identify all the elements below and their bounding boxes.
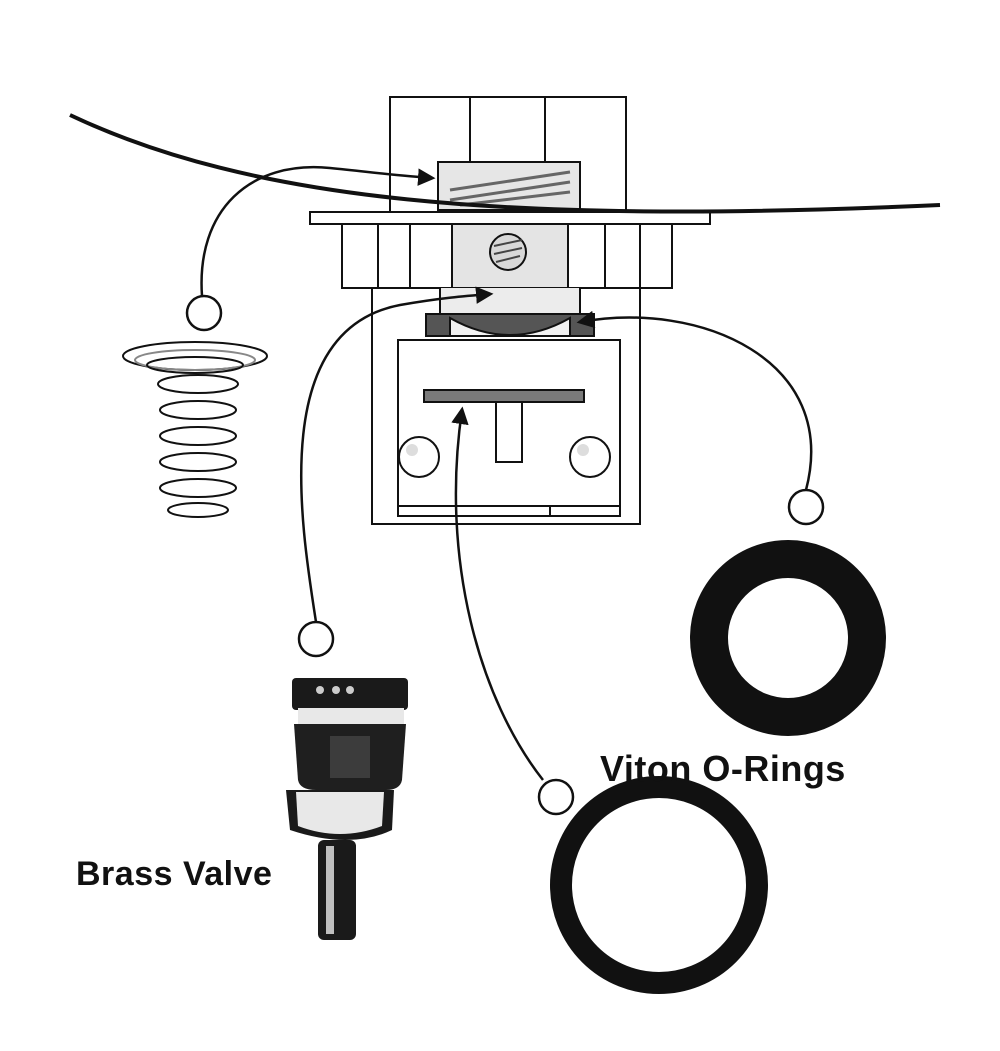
viton-o-ring-large xyxy=(550,776,768,994)
callout-circle-large-o-ring xyxy=(537,778,575,816)
callout-circles xyxy=(185,294,825,816)
screw-head xyxy=(489,233,527,271)
valve-housing xyxy=(309,96,711,525)
callout-leaders xyxy=(200,165,813,781)
callout-circle-small-o-ring xyxy=(787,488,825,526)
ball-bearings xyxy=(398,436,611,478)
callout-circle-brass-valve xyxy=(297,620,335,658)
viton-o-rings-label: Viton O-Rings xyxy=(600,748,846,789)
wire xyxy=(69,113,941,214)
spring-icon xyxy=(122,341,268,518)
viton-o-ring-small xyxy=(690,540,886,736)
upper-coil xyxy=(449,170,571,207)
brass-valve-icon xyxy=(286,678,408,940)
callout-circle-spring xyxy=(185,294,223,332)
brass-valve-label: Brass Valve xyxy=(76,855,273,893)
